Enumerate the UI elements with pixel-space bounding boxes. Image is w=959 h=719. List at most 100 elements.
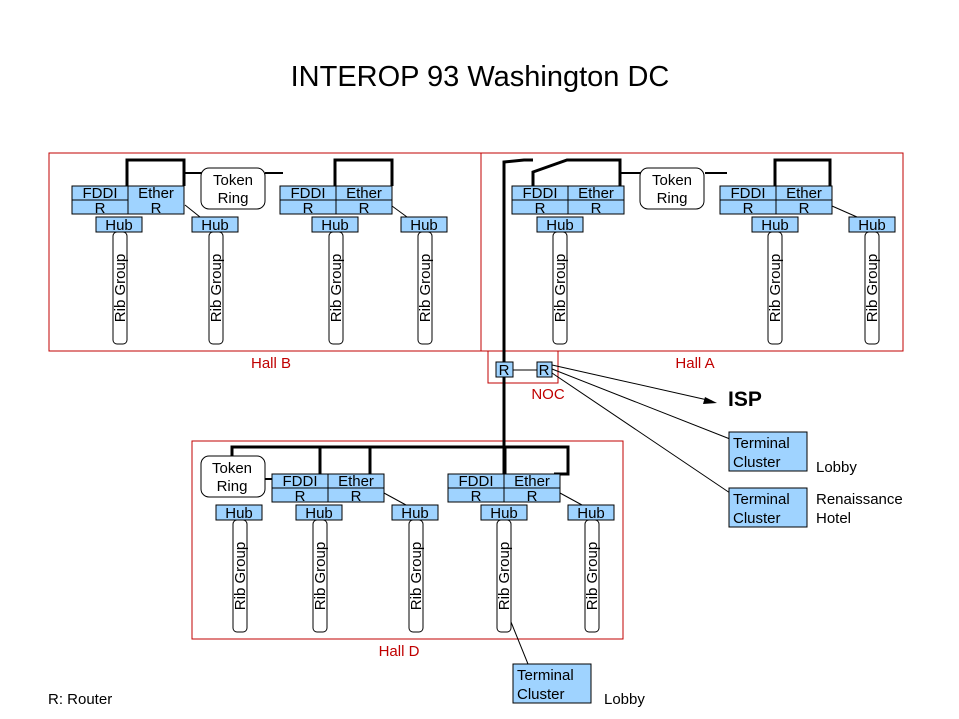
terminal-cluster-hall-d xyxy=(512,663,592,704)
hall-b-rib-1-label: Rib Group xyxy=(112,254,129,322)
hall-b-fddi-label-2: FDDI xyxy=(291,185,326,202)
hall-d-label: Hall D xyxy=(379,643,420,660)
hall-b-rib-2-label: Rib Group xyxy=(208,254,225,322)
hall-d-rib-2-label: Rib Group xyxy=(312,542,329,610)
hall-a-fddi-r-2: R xyxy=(743,200,754,217)
hall-d-terminal-link xyxy=(510,621,529,665)
diagram-title: INTEROP 93 Washington DC xyxy=(291,61,670,93)
terminal-cluster-lobby-line1: Terminal xyxy=(733,435,790,452)
hall-b-ether-router-1 xyxy=(127,185,185,215)
lobby-label-1: Lobby xyxy=(816,459,857,476)
hall-b-ether-r-2: R xyxy=(359,200,370,217)
hall-a-area xyxy=(480,152,904,352)
token-ring-hall-a-line1: Token xyxy=(652,172,692,189)
isp-arrowhead xyxy=(703,397,717,404)
hall-b-hub-1-label: Hub xyxy=(105,217,133,234)
hall-b-fddi-r-2: R xyxy=(303,200,314,217)
hall-d-hub-3-label: Hub xyxy=(401,505,429,522)
hall-d-ether-r-1: R xyxy=(351,488,362,505)
bus-hall-b-right xyxy=(333,158,394,186)
token-ring-hall-a-line2: Ring xyxy=(657,190,688,207)
token-ring-hall-d-line1: Token xyxy=(212,460,252,477)
hall-b-rib-4 xyxy=(417,231,433,345)
legend-router: R: Router xyxy=(48,691,112,708)
hall-a-rib-2-label: Rib Group xyxy=(767,254,784,322)
hall-a-label: Hall A xyxy=(675,355,714,372)
hall-b-ether-label-2: Ether xyxy=(346,185,382,202)
hall-b-hub-4-label: Hub xyxy=(410,217,438,234)
hall-d-hub-2-label: Hub xyxy=(305,505,333,522)
hall-a-ether-r-1: R xyxy=(591,200,602,217)
backbone-noc-riser xyxy=(502,158,533,474)
terminal-cluster-hotel xyxy=(728,487,808,528)
bus-hall-d-left xyxy=(230,445,570,476)
terminal-cluster-lobby-line2: Cluster xyxy=(733,454,781,471)
token-ring-hall-b-line1: Token xyxy=(213,172,253,189)
hall-b-ether-r-1: R xyxy=(151,200,162,217)
lobby-label-2: Lobby xyxy=(604,691,645,708)
hall-b-hub-2-label: Hub xyxy=(201,217,229,234)
token-ring-hall-a xyxy=(639,167,705,210)
hall-d-rib-5 xyxy=(584,519,600,633)
hall-a-hub-3-label: Hub xyxy=(858,217,886,234)
noc-router-2-label: R xyxy=(539,362,550,379)
hall-a-ether-label-1: Ether xyxy=(578,185,614,202)
bus-hall-a-left xyxy=(531,158,622,186)
hall-d-fddi-r-1: R xyxy=(295,488,306,505)
hall-d-hub-1-label: Hub xyxy=(225,505,253,522)
hall-a-fddi-label-1: FDDI xyxy=(523,185,558,202)
terminal-cluster-hall-d-line1: Terminal xyxy=(517,667,574,684)
hall-d-rib-2 xyxy=(312,519,328,633)
hall-b-hub-links xyxy=(184,204,408,218)
terminal-cluster-lobby xyxy=(728,431,808,472)
noc-area xyxy=(487,350,559,384)
bus-hall-d-inner xyxy=(318,447,507,474)
noc-router-1 xyxy=(495,361,514,378)
hall-a-hub-2-label: Hub xyxy=(761,217,789,234)
token-ring-hall-b xyxy=(200,167,266,210)
hall-d-hub-4-label: Hub xyxy=(490,505,518,522)
hall-d-rib-1 xyxy=(232,519,248,633)
hall-d-rib-4 xyxy=(496,519,512,633)
terminal-cluster-hall-d-line2: Cluster xyxy=(517,686,565,703)
renaissance-label: Renaissance xyxy=(816,491,903,508)
token-ring-hall-d xyxy=(200,455,266,498)
hall-a-rib-1-label: Rib Group xyxy=(552,254,569,322)
isp-label: ISP xyxy=(728,388,762,411)
hall-d-hub-5-label: Hub xyxy=(577,505,605,522)
hall-a-hub-links xyxy=(831,205,858,218)
hall-a-ether-label-2: Ether xyxy=(786,185,822,202)
hall-b-label: Hall B xyxy=(251,355,291,372)
hall-b-rib-2 xyxy=(208,231,224,345)
hotel-label: Hotel xyxy=(816,510,851,527)
token-ring-hall-b-line2: Ring xyxy=(218,190,249,207)
hall-b-rib-3-label: Rib Group xyxy=(328,254,345,322)
terminal-cluster-hotel-line1: Terminal xyxy=(733,491,790,508)
hall-b-ether-label-1: Ether xyxy=(138,185,174,202)
hall-a-rib-2 xyxy=(767,231,783,345)
hall-b-rib-1 xyxy=(112,231,128,345)
hall-a-ether-r-2: R xyxy=(799,200,810,217)
hall-a-fddi-r-1: R xyxy=(535,200,546,217)
hall-d-area xyxy=(191,440,624,640)
hall-d-fddi-label-2: FDDI xyxy=(459,473,494,490)
hall-d-rib-1-label: Rib Group xyxy=(232,542,249,610)
bus-hall-b-left xyxy=(125,158,186,186)
noc-label: NOC xyxy=(531,386,565,403)
hall-a-rib-1 xyxy=(552,231,568,345)
hall-d-ether-r-2: R xyxy=(527,488,538,505)
noc-lobby-link xyxy=(551,368,731,440)
hall-d-hub-links xyxy=(383,492,583,506)
hall-b-fddi-r-1: R xyxy=(95,200,106,217)
hall-d-fddi-r-2: R xyxy=(471,488,482,505)
hall-d-ether-label-1: Ether xyxy=(338,473,374,490)
hall-a-rib-3-label: Rib Group xyxy=(864,254,881,322)
hall-b-hub-3-label: Hub xyxy=(321,217,349,234)
noc-isp-link xyxy=(551,364,713,402)
hall-a-hub-1-label: Hub xyxy=(546,217,574,234)
hall-b-rib-3 xyxy=(328,231,344,345)
bus-hall-a-right xyxy=(773,158,832,186)
token-ring-hall-d-line2: Ring xyxy=(217,478,248,495)
